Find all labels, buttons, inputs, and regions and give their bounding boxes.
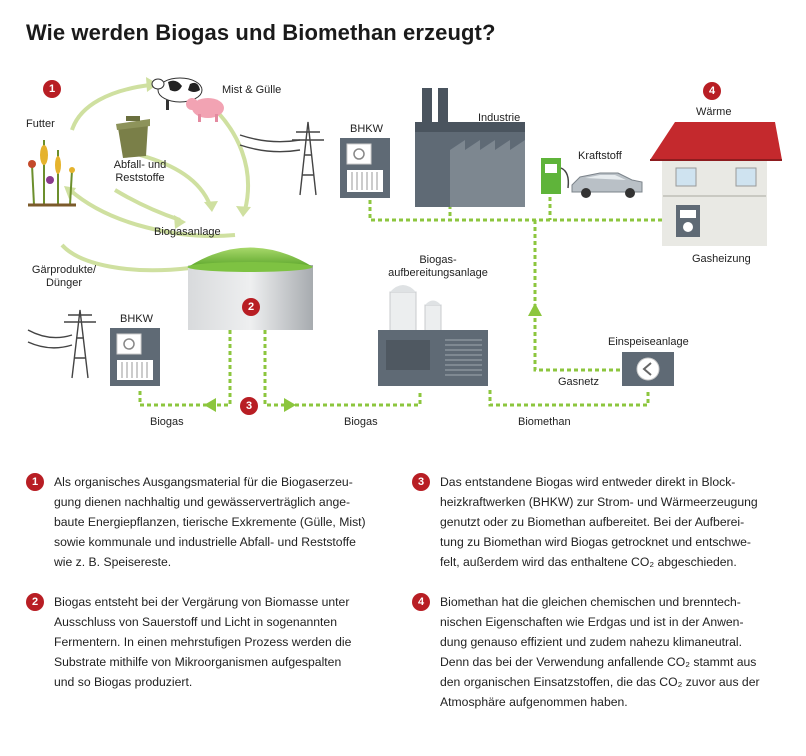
label-industrie: Industrie xyxy=(478,112,521,124)
waste-bin-icon xyxy=(116,116,150,158)
page-title: Wie werden Biogas und Biomethan erzeugt? xyxy=(26,20,496,45)
label-gaerprodukte: Gärprodukte/ Dünger xyxy=(31,264,97,289)
label-mist: Mist & Gülle xyxy=(222,84,282,96)
upgrading-plant-icon xyxy=(378,285,488,386)
animals-icon xyxy=(151,77,224,122)
label-biomethan: Biomethan xyxy=(518,416,571,428)
note-text-3: Das entstandene Biogas wird entweder dir… xyxy=(440,475,758,569)
note-badge-3: 3 xyxy=(412,473,430,491)
badge-4: 4 xyxy=(703,82,721,100)
power-pylon-icon xyxy=(27,121,324,379)
label-gasheizung: Gasheizung xyxy=(692,253,751,265)
note-text-1: Als organisches Ausgangsmaterial für die… xyxy=(54,475,366,569)
fuel-pump-icon xyxy=(541,158,570,194)
note-4: 4 Biomethan hat die gleichen chemischen … xyxy=(412,592,792,712)
note-3: 3 Das entstandene Biogas wird entweder d… xyxy=(412,472,792,572)
label-kraftstoff: Kraftstoff xyxy=(578,150,622,162)
note-text-2: Biogas entsteht bei der Vergärung von Bi… xyxy=(54,595,352,689)
diagram-graphic xyxy=(27,77,782,412)
label-biogas-mid: Biogas xyxy=(344,416,378,428)
badge-3: 3 xyxy=(240,397,258,415)
label-abfall: Abfall- und Reststoffe xyxy=(113,159,167,184)
biogas-diagram: Mist & Gülle Futter Abfall- und Reststof… xyxy=(0,60,806,440)
note-badge-2: 2 xyxy=(26,593,44,611)
label-biogasanlage: Biogasanlage xyxy=(154,226,221,238)
bhkw-unit-bottom xyxy=(110,328,160,386)
note-2: 2 Biogas entsteht bei der Vergärung von … xyxy=(26,592,386,692)
bhkw-unit-top xyxy=(340,138,390,198)
label-gasnetz: Gasnetz xyxy=(558,376,599,388)
note-text-4: Biomethan hat die gleichen chemischen un… xyxy=(440,595,760,709)
note-badge-4: 4 xyxy=(412,593,430,611)
label-futter: Futter xyxy=(26,118,55,130)
label-bhkw-top: BHKW xyxy=(350,123,383,135)
factory-icon xyxy=(415,88,525,207)
house-icon xyxy=(650,122,782,246)
fermenter-icon xyxy=(187,247,313,330)
label-aufbereitung: Biogas- aufbereitungsanlage xyxy=(388,254,488,279)
feed-in-station-icon xyxy=(622,352,674,386)
label-waerme: Wärme xyxy=(696,106,732,118)
notes-left: 1 Als organisches Ausgangsmaterial für d… xyxy=(26,472,386,712)
car-icon xyxy=(571,172,643,198)
label-biogas-left: Biogas xyxy=(150,416,184,428)
plants-icon xyxy=(28,140,76,207)
notes-right: 3 Das entstandene Biogas wird entweder d… xyxy=(412,472,792,732)
badge-2: 2 xyxy=(242,298,260,316)
pipe-arrowheads xyxy=(204,303,542,412)
note-1: 1 Als organisches Ausgangsmaterial für d… xyxy=(26,472,386,572)
note-badge-1: 1 xyxy=(26,473,44,491)
badge-1: 1 xyxy=(43,80,61,98)
label-bhkw-bottom: BHKW xyxy=(120,313,153,325)
label-einspeise: Einspeiseanlage xyxy=(608,336,689,348)
